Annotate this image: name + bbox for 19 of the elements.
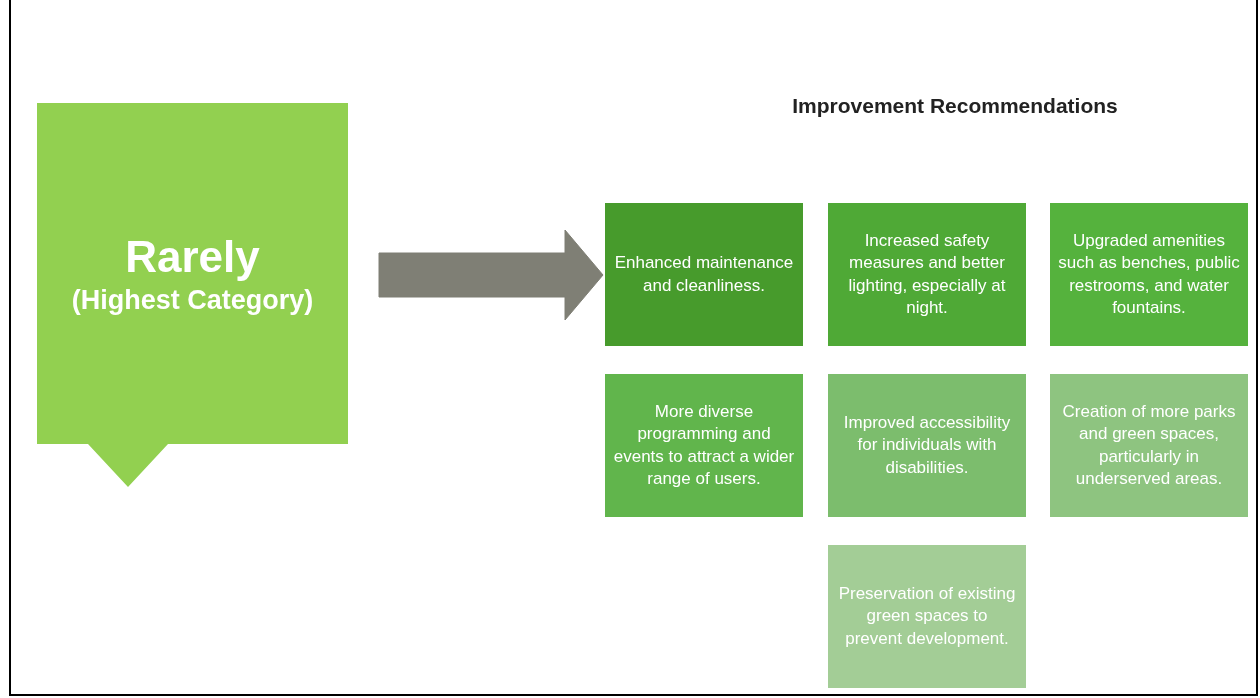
section-heading: Improvement Recommendations [791,93,1119,119]
recommendation-text: Enhanced maintenance and cleanliness. [613,252,795,297]
recommendation-box [605,374,803,517]
recommendation-box [828,374,1026,517]
recommendation-box [828,203,1026,346]
recommendation-text: Increased safety measures and better lighting, especially at night. [847,230,1007,319]
recommendation-text: More diverse programming and events to attract a wider range of users. [613,401,795,490]
block-arrow [378,229,604,321]
category-title: Rarely [125,231,260,284]
category-box [37,103,348,487]
recommendation-text: Improved accessibility for individuals with disabilities. [842,412,1012,479]
recommendation-box [1050,203,1248,346]
recommendation-text: Preservation of existing green spaces to prevent development. [837,583,1017,650]
recommendation-box [605,203,803,346]
recommendation-box [828,545,1026,688]
category-subtitle: (Highest Category) [71,284,314,318]
recommendation-text: Creation of more parks and green spaces, particularly in underserved areas. [1061,401,1237,490]
recommendation-box [1050,374,1248,517]
recommendation-text: Upgraded amenities such as benches, public restrooms, and water fountains. [1058,230,1240,319]
